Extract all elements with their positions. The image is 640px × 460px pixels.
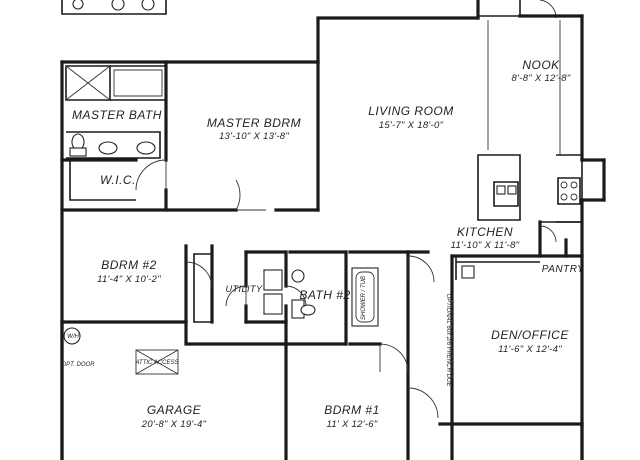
master-bdrm-label: MASTER BDRM <box>207 116 301 130</box>
nook-label: NOOK <box>522 58 560 72</box>
top-porch-fragment <box>477 0 521 17</box>
water-heater-note: W/H <box>67 334 79 340</box>
garage-details <box>63 327 179 375</box>
living-room-label: LIVING ROOM <box>368 104 454 118</box>
den-label: DEN/OFFICE <box>491 328 569 342</box>
bath2-label: BATH #2 <box>299 288 350 302</box>
opt-door-note: OPT. DOOR <box>61 362 95 368</box>
tub-note: SHOWER / TUB <box>361 276 367 320</box>
attic-access-note: ATTIC ACCESS <box>134 360 178 366</box>
pantry-label: PANTRY <box>542 264 585 275</box>
top-fixture-fragment <box>61 0 167 15</box>
bdrm1-label: BDRM #1 <box>324 403 380 417</box>
kitchen-label: KITCHEN <box>457 225 513 239</box>
interior-walls <box>60 20 584 460</box>
kitchen-fixtures <box>455 154 583 280</box>
master-bath-label: MASTER BATH <box>72 108 162 122</box>
bdrm1-dims: 11' X 12'-6" <box>326 419 377 430</box>
den-door-note: OPTIONAL 60x 2/6 FRENCH DOE <box>445 294 451 388</box>
den-dims: 11'-6" X 12'-4" <box>498 344 562 355</box>
bdrm2-label: BDRM #2 <box>101 258 157 272</box>
living-room-dims: 15'-7" X 18'-0" <box>379 120 444 131</box>
wic-label: W.I.C. <box>100 173 136 187</box>
bath2-fixtures <box>263 267 379 327</box>
bdrm2-dims: 11'-4" X 10'-2" <box>97 274 161 285</box>
utility-label: UTILITY <box>225 284 263 294</box>
door-swings <box>135 159 557 419</box>
nook-dims: 8'-8" X 12'-8" <box>512 73 571 84</box>
garage-dims: 20'-8" X 19'-4" <box>141 419 207 430</box>
master-bath-fixtures <box>69 133 156 157</box>
kitchen-dims: 11'-10" X 11'-8" <box>451 240 520 251</box>
garage-label: GARAGE <box>147 403 202 417</box>
master-bdrm-dims: 13'-10" X 13'-8" <box>219 131 289 142</box>
